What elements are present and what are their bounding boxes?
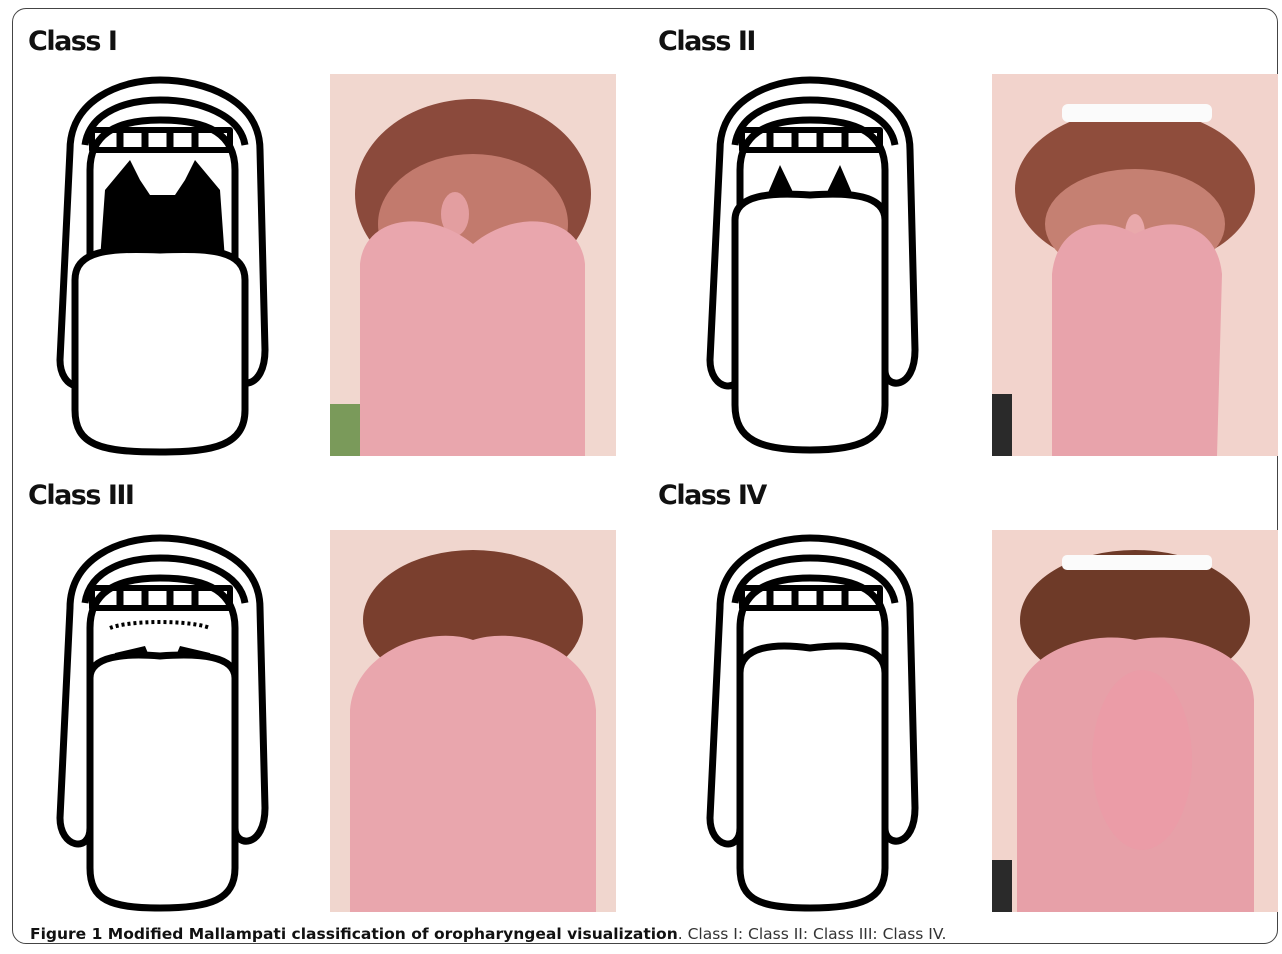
class-label-1: Class I (28, 26, 116, 57)
mouth-photo-class-1 (330, 74, 616, 456)
mouth-photo-class-3 (330, 530, 616, 912)
mallampati-diagram-class-1 (30, 70, 292, 460)
mallampati-diagram-class-2 (680, 70, 942, 460)
class-label-2: Class II (658, 26, 755, 57)
mallampati-diagram-class-3 (30, 528, 292, 918)
class-label-3: Class III (28, 480, 133, 511)
figure-caption: Figure 1 Modified Mallampati classificat… (30, 925, 946, 943)
class-label-4: Class IV (658, 480, 766, 511)
caption-text: . Class I: Class II: Class III: Class IV… (678, 925, 947, 943)
caption-title: Figure 1 Modified Mallampati classificat… (30, 925, 678, 943)
mallampati-diagram-class-4 (680, 528, 942, 918)
mouth-photo-class-2 (992, 74, 1278, 456)
mouth-photo-class-4 (992, 530, 1278, 912)
